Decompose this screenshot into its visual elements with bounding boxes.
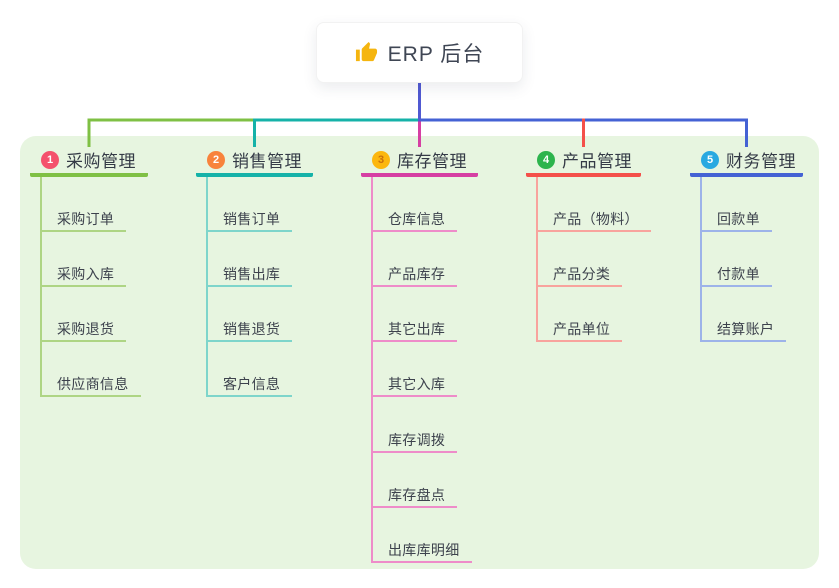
branch-header-4[interactable]: 4 产品管理 [526, 146, 641, 177]
priority-badge-icon: 1 [41, 150, 59, 169]
branch-header-5[interactable]: 5 财务管理 [690, 146, 803, 177]
thumbs-up-icon [355, 41, 377, 62]
priority-badge-icon: 4 [537, 150, 555, 169]
branch-label: 产品管理 [562, 152, 632, 171]
child-node[interactable]: 销售出库 [206, 261, 293, 287]
branch-spine-line [371, 177, 373, 564]
child-node[interactable]: 库存调拨 [371, 427, 458, 453]
child-node[interactable]: 客户信息 [206, 371, 293, 398]
child-node[interactable]: 库存盘点 [371, 482, 458, 508]
branch-label: 库存管理 [397, 152, 467, 171]
root-title: ERP 后台 [387, 42, 485, 66]
child-node[interactable]: 销售退货 [206, 316, 293, 343]
child-node[interactable]: 产品单位 [536, 316, 623, 343]
priority-badge-icon: 2 [207, 150, 225, 169]
child-node[interactable]: 回款单 [700, 206, 772, 232]
branch-label: 财务管理 [726, 152, 796, 171]
branch-header-3[interactable]: 3 库存管理 [361, 146, 478, 177]
child-node[interactable]: 销售订单 [206, 206, 293, 232]
priority-badge-icon: 3 [372, 150, 390, 169]
branch-header-2[interactable]: 2 销售管理 [196, 146, 313, 177]
branch-header-1[interactable]: 1 采购管理 [30, 146, 148, 177]
child-node[interactable]: 出库库明细 [371, 537, 472, 564]
child-node[interactable]: 产品分类 [536, 261, 623, 287]
child-node[interactable]: 结算账户 [700, 316, 787, 343]
branch-label: 销售管理 [232, 152, 302, 171]
child-node[interactable]: 其它出库 [371, 316, 458, 343]
branch-spine-line [536, 177, 538, 343]
child-node[interactable]: 付款单 [700, 261, 772, 287]
child-node[interactable]: 产品（物料） [536, 206, 651, 232]
priority-badge-icon: 5 [701, 150, 719, 169]
branch-spine-line [700, 177, 702, 343]
branch-label: 采购管理 [66, 152, 136, 171]
child-node[interactable]: 仓库信息 [371, 206, 458, 232]
mindmap-background-panel [20, 136, 819, 569]
child-node[interactable]: 其它入库 [371, 371, 458, 398]
branch-spine-line [40, 177, 42, 398]
branch-spine-line [206, 177, 208, 398]
child-node[interactable]: 采购退货 [40, 316, 127, 343]
child-node[interactable]: 供应商信息 [40, 371, 141, 398]
child-node[interactable]: 采购订单 [40, 206, 127, 232]
root-node[interactable]: ERP 后台 [316, 22, 523, 83]
child-node[interactable]: 产品库存 [371, 261, 458, 287]
child-node[interactable]: 采购入库 [40, 261, 127, 287]
